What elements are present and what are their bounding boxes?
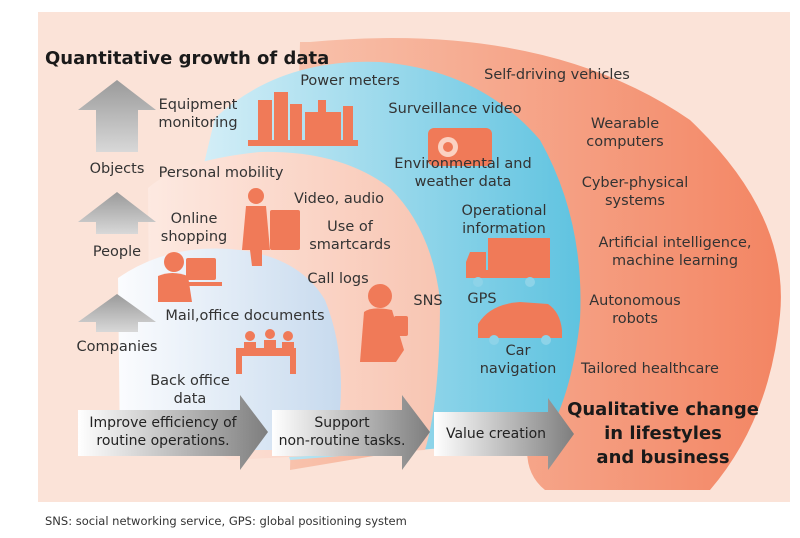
truck-icon bbox=[466, 238, 550, 287]
video-audio-label: Video, audio bbox=[293, 191, 385, 207]
support-arrow bbox=[272, 395, 430, 470]
office-worker-icon bbox=[158, 252, 222, 302]
footnote: SNS: social networking service, GPS: glo… bbox=[45, 514, 407, 528]
diagram-title: Quantitative growth of data bbox=[45, 48, 330, 69]
people-up-arrow bbox=[78, 192, 156, 234]
surveillance-camera-icon bbox=[428, 128, 492, 166]
tailored-healthcare-label: Tailored healthcare bbox=[581, 361, 719, 377]
power-meters-label: Power meters bbox=[300, 73, 400, 89]
value-creation-arrow bbox=[434, 398, 574, 470]
value-creation-label: Value creation bbox=[445, 426, 547, 442]
people-label: People bbox=[92, 244, 142, 260]
sns-person-icon bbox=[360, 284, 408, 362]
surveillance-video-label: Surveillance video bbox=[388, 101, 522, 117]
companies-label: Companies bbox=[76, 339, 158, 355]
companies-up-arrow bbox=[78, 294, 156, 332]
sns-label: SNS bbox=[413, 293, 443, 309]
shopping-person-icon bbox=[242, 188, 300, 266]
car-icon bbox=[478, 302, 562, 345]
personal-mobility-label: Personal mobility bbox=[158, 165, 284, 181]
gps-label: GPS bbox=[467, 291, 497, 307]
ai-ml-label: Artificial intelligence,machine learning bbox=[598, 235, 752, 269]
objects-up-arrow bbox=[78, 80, 156, 152]
call-logs-label: Call logs bbox=[307, 271, 369, 287]
objects-label: Objects bbox=[89, 161, 145, 177]
improve-efficiency-arrow bbox=[78, 395, 268, 470]
office-workers-icon bbox=[236, 329, 296, 374]
self-driving-label: Self-driving vehicles bbox=[484, 67, 630, 83]
mail-documents-label: Mail,office documents bbox=[165, 308, 325, 324]
factory-icon bbox=[248, 92, 358, 146]
